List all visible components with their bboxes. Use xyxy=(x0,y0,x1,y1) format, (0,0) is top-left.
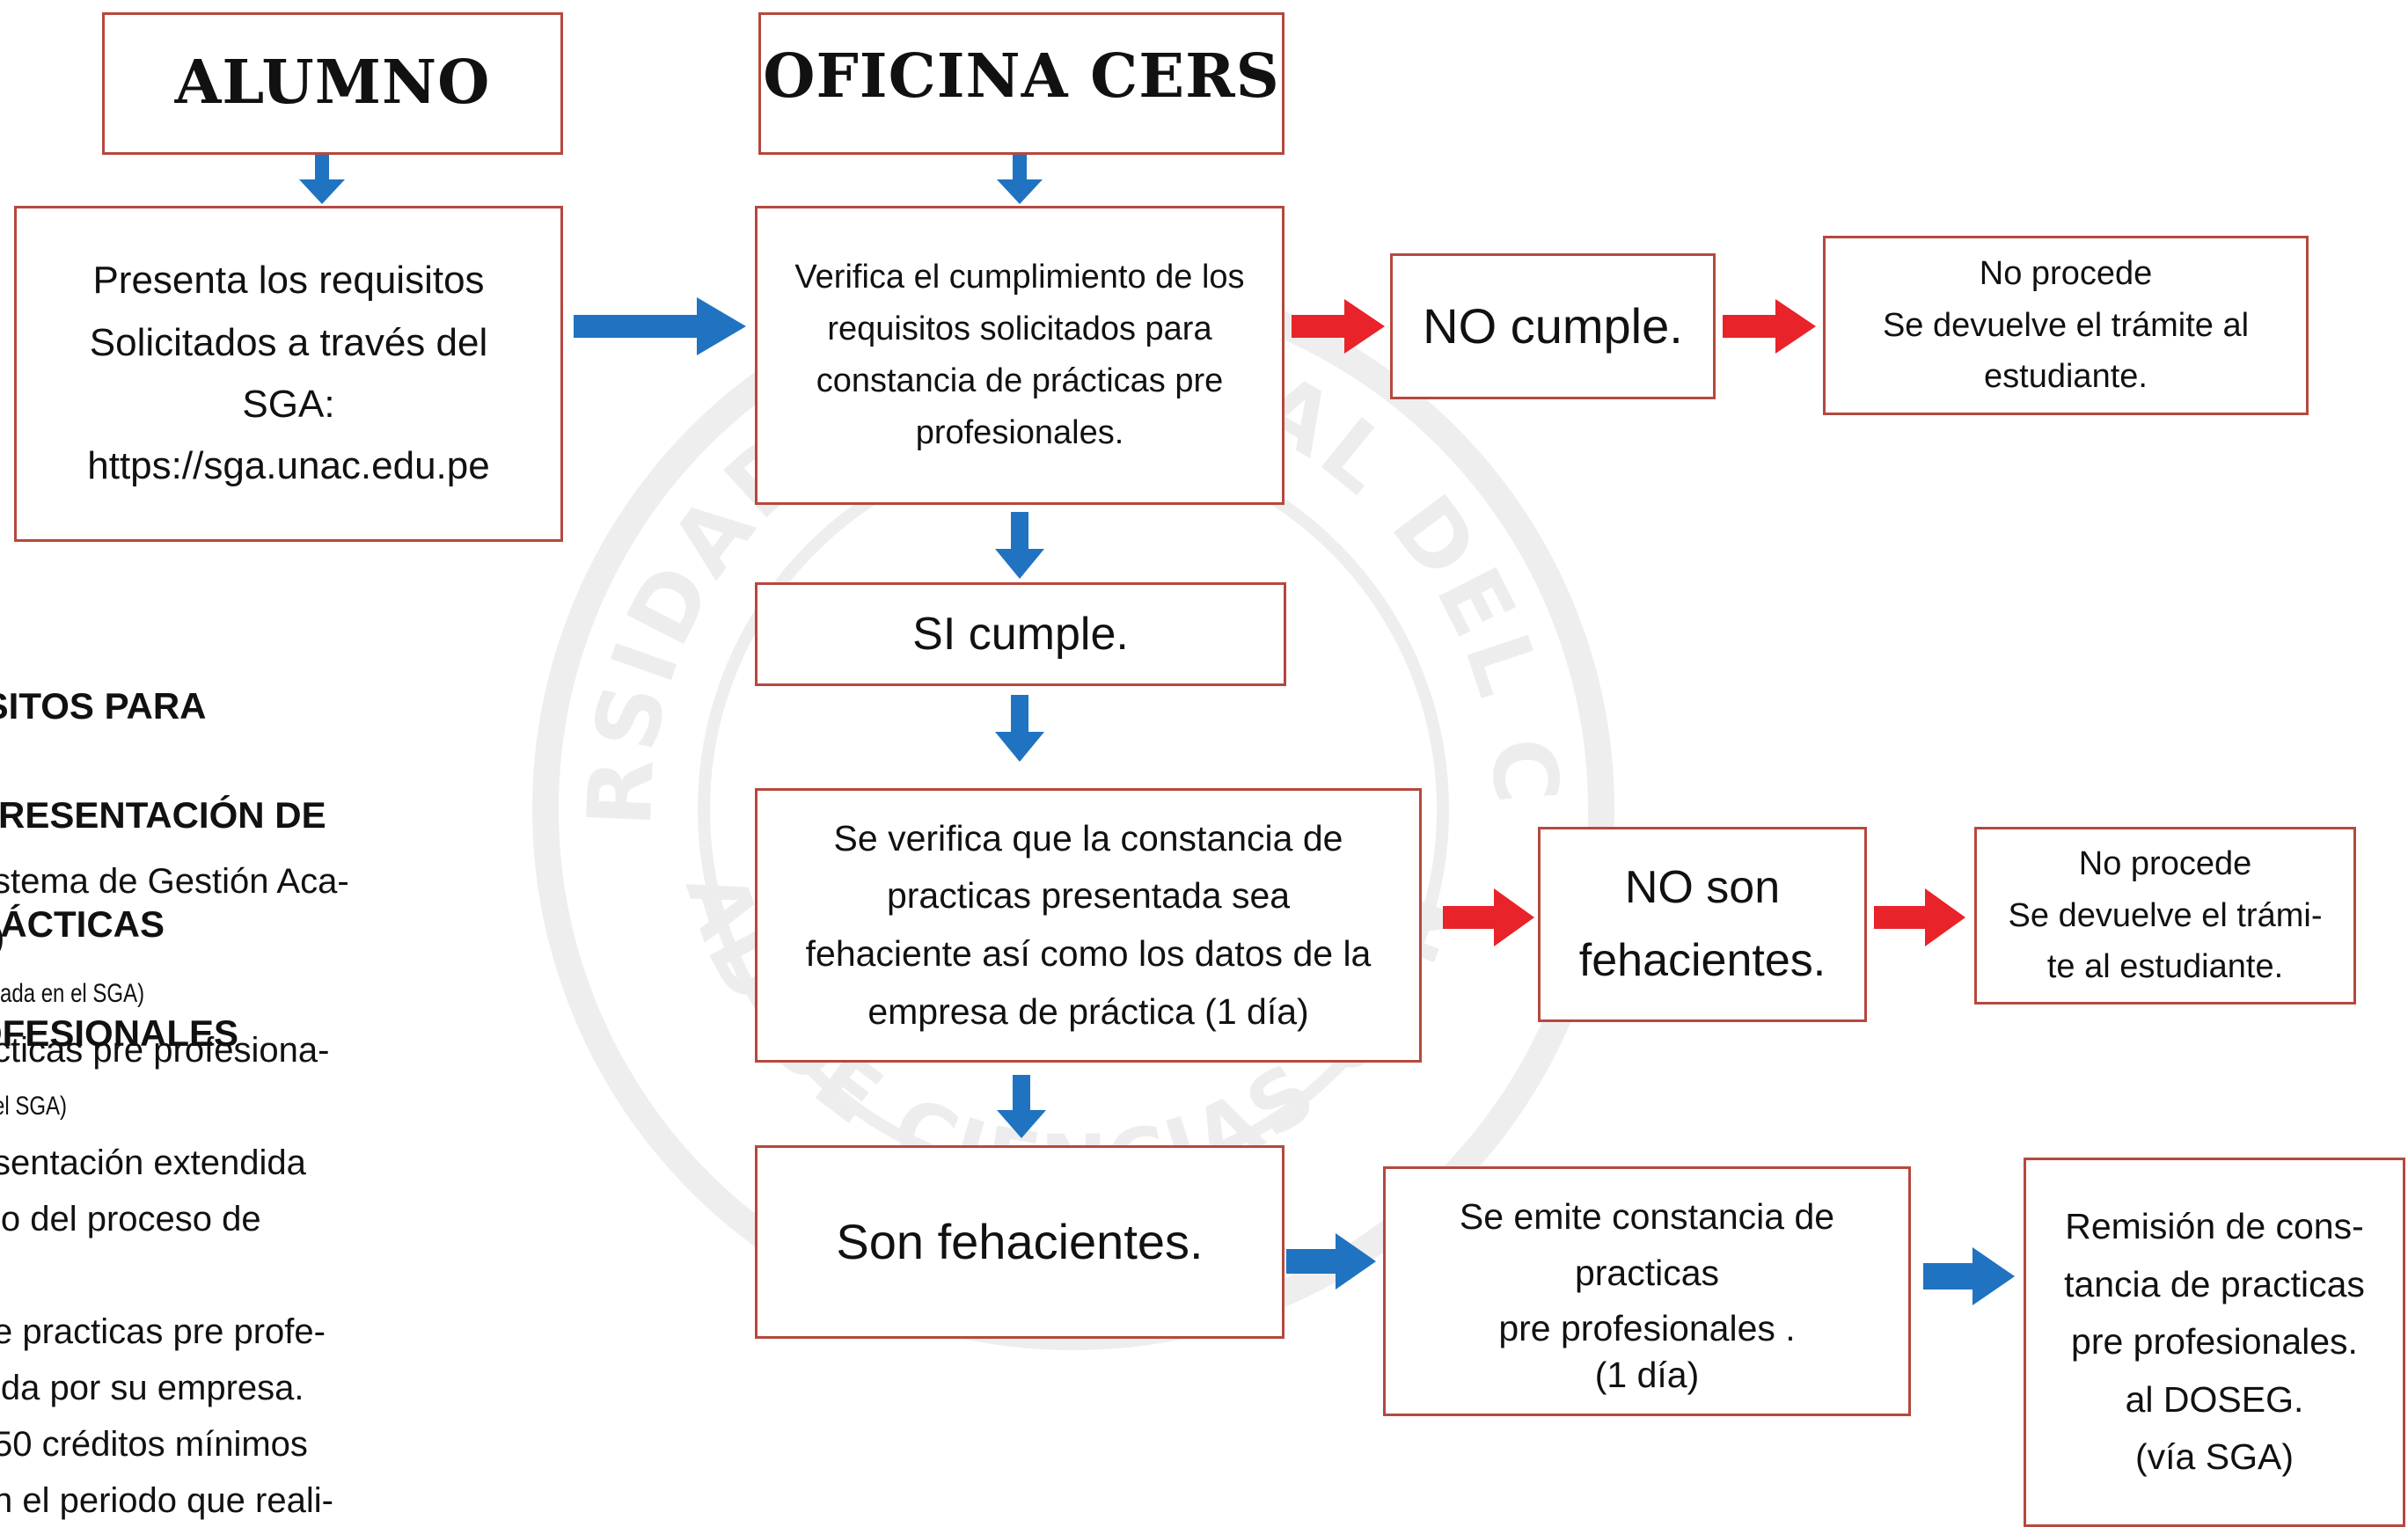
requirement-line: e practicas pre profe- xyxy=(0,1312,326,1351)
arrow-right-red-no-son xyxy=(1443,888,1534,946)
son-fehacientes-box: Son fehacientes. xyxy=(755,1145,1285,1339)
arrow-down-alumno xyxy=(299,155,345,204)
requirement-line: ida por su empresa. xyxy=(0,1369,304,1407)
requirements-list: stema de Gestión Aca-) rada en el SGA) cti… xyxy=(0,853,450,1523)
si-cumple-box: SI cumple. xyxy=(755,582,1286,686)
arrow-down-son-fehacientes xyxy=(997,1075,1046,1138)
verifica-cumplimiento-box: Verifica el cumplimiento de los requisit… xyxy=(755,206,1285,505)
arrow-right-son-to-emite xyxy=(1286,1233,1376,1290)
arrow-down-si-cumple xyxy=(995,512,1044,579)
se-emite-constancia-box: Se emite constancia de practicas pre pro… xyxy=(1383,1166,1911,1416)
arrow-right-red-no-procede-1 xyxy=(1723,299,1816,354)
no-procede-box-1: No procede Se devuelve el trámite al est… xyxy=(1823,236,2309,415)
arrow-right-emite-to-remision xyxy=(1923,1247,2015,1305)
requirements-heading: ISITOS PARA PRESENTACIÓN DE RÁCTICAS OFE… xyxy=(0,685,326,1054)
requirement-line: el SGA) xyxy=(0,1092,68,1121)
no-son-fehacientes-box: NO son fehacientes. xyxy=(1538,827,1867,1022)
se-verifica-constancia-box: Se verifica que la constancia de practic… xyxy=(755,788,1422,1063)
no-cumple-box: NO cumple. xyxy=(1390,253,1716,399)
arrow-right-red-no-procede-2 xyxy=(1874,888,1965,946)
alumno-header: ALUMNO xyxy=(102,12,563,155)
arrow-down-se-verifica xyxy=(995,695,1044,762)
arrow-right-red-no-cumple xyxy=(1292,299,1385,354)
requirements-panel: ISITOS PARA PRESENTACIÓN DE RÁCTICAS OFE… xyxy=(0,616,457,1523)
arrow-down-oficina xyxy=(997,155,1043,204)
presenta-requisitos-box: Presenta los requisitos Solicitados a tr… xyxy=(14,206,563,542)
requirement-line xyxy=(0,1247,450,1304)
requirement-line: rada en el SGA) xyxy=(0,979,145,1008)
requirement-line: 50 créditos mínimos xyxy=(0,1425,308,1464)
arrow-right-presenta-to-verifica xyxy=(574,297,746,355)
requirement-line: sentación extendida xyxy=(0,1143,306,1182)
remision-doseg-box: Remisión de cons- tancia de practicas pr… xyxy=(2024,1158,2405,1527)
requirement-line: n el periodo que reali- xyxy=(0,1481,333,1520)
requirement-line: cticas pre profesiona- xyxy=(0,1031,330,1070)
oficina-cers-header: OFICINA CERS xyxy=(758,12,1285,155)
requirement-line: ) xyxy=(0,910,450,966)
requirement-line: io del proceso de xyxy=(0,1200,261,1238)
requirement-line: stema de Gestión Aca- xyxy=(0,862,349,901)
no-procede-box-2: No procede Se devuelve el trámi- te al e… xyxy=(1974,827,2356,1005)
